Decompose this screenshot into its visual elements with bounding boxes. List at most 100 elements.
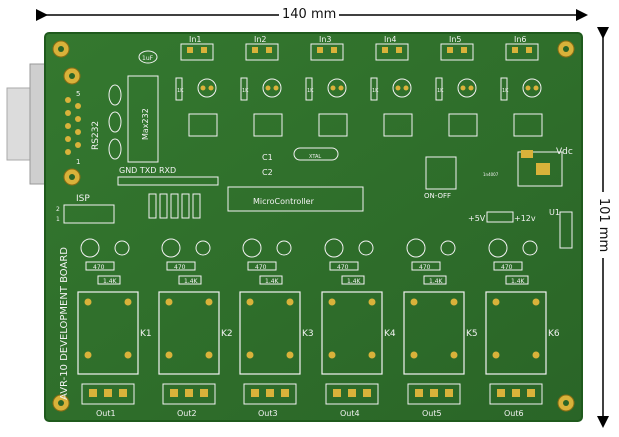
relay-1: K1 <box>77 291 152 375</box>
isp-pin1-label: 1 <box>56 216 60 223</box>
output-label-6: Out6 <box>504 409 524 418</box>
resistor-array <box>148 193 201 219</box>
diode-label: 1n4007 <box>483 172 499 177</box>
output-connector-2: Out2 <box>162 383 216 418</box>
input-label-4: In4 <box>384 35 397 44</box>
c1-label: C1 <box>262 153 273 162</box>
input-resistor-label-4: 1K <box>372 88 379 94</box>
microcontroller-chip <box>227 186 364 212</box>
max232-label: Max232 <box>141 108 150 140</box>
optocoupler-5 <box>448 113 478 137</box>
pcb-board <box>44 32 583 422</box>
u1-label: U1 <box>549 208 560 217</box>
output-label-4: Out4 <box>340 409 360 418</box>
cap-top-label: 1uF <box>142 55 154 62</box>
relay-label-6: K6 <box>548 329 560 339</box>
input-resistor-1 <box>175 77 183 101</box>
input-resistor-3 <box>305 77 313 101</box>
width-dimension-label: 140 mm <box>279 8 340 22</box>
u1-regulator <box>559 211 573 249</box>
isp-header <box>63 204 115 224</box>
input-label-1: In1 <box>189 35 202 44</box>
relay-4: K4 <box>321 291 396 375</box>
output-label-5: Out5 <box>422 409 442 418</box>
driver-resistor-label-1: 470 <box>93 264 105 271</box>
driver-resistor-label-5: 470 <box>419 264 431 271</box>
driver-resistor2-label-5: 1.4K <box>429 278 444 285</box>
relay-label-1: K1 <box>140 329 152 339</box>
input-led-5 <box>457 78 477 98</box>
driver-resistor-label-4: 470 <box>337 264 349 271</box>
input-connector-1: In1 1K <box>175 35 218 137</box>
input-resistor-label-3: 1K <box>307 88 314 94</box>
input-led-2 <box>262 78 282 98</box>
input-led-1 <box>197 78 217 98</box>
optocoupler-1 <box>188 113 218 137</box>
vdc-label: Vdc <box>556 147 573 157</box>
optocoupler-6 <box>513 113 543 137</box>
output-connector-5: Out5 <box>407 383 461 418</box>
input-led-6 <box>522 78 542 98</box>
driver-resistor2-label-2: 1.4K <box>184 278 199 285</box>
output-connector-1: Out1 <box>81 383 135 418</box>
driver-1: 470 1.4K <box>80 238 130 285</box>
relay-5: K5 <box>403 291 478 375</box>
optocoupler-4 <box>383 113 413 137</box>
plus5v-label: +5V <box>468 214 486 223</box>
isp-pin2-label: 2 <box>56 206 60 213</box>
input-resistor-4 <box>370 77 378 101</box>
uart-header-label: GND TXD RXD <box>119 166 176 175</box>
input-resistor-label-2: 1K <box>242 88 249 94</box>
driver-resistor-label-6: 470 <box>501 264 513 271</box>
input-led-3 <box>327 78 347 98</box>
height-dimension-label: 101 mm <box>596 192 611 258</box>
input-led-4 <box>392 78 412 98</box>
relay-3: K3 <box>239 291 314 375</box>
output-label-3: Out3 <box>258 409 278 418</box>
relay-2: K2 <box>158 291 233 375</box>
relay-label-4: K4 <box>384 329 396 339</box>
db9-pin1-label: 1 <box>76 158 80 166</box>
db9-pads <box>65 97 81 155</box>
driver-resistor2-label-6: 1.4K <box>511 278 526 285</box>
driver-resistor2-label-1: 1.4K <box>103 278 118 285</box>
output-connector-3: Out3 <box>243 383 297 418</box>
on-off-switch <box>425 156 457 190</box>
input-connector-5: In5 1K <box>435 35 478 137</box>
input-resistor-label-5: 1K <box>437 88 444 94</box>
c2-label: C2 <box>262 168 273 177</box>
driver-resistor2-label-3: 1.4K <box>265 278 280 285</box>
input-resistor-label-1: 1K <box>177 88 184 94</box>
input-label-5: In5 <box>449 35 462 44</box>
driver-6: 470 1.4K <box>488 238 538 285</box>
vdc-jack <box>517 150 563 187</box>
driver-5: 470 1.4K <box>406 238 456 285</box>
optocoupler-3 <box>318 113 348 137</box>
xtal-label: XTAL <box>309 154 321 160</box>
capacitor-group-left <box>108 50 158 160</box>
relay-label-3: K3 <box>302 329 314 339</box>
input-resistor-5 <box>435 77 443 101</box>
plus12v-label: +12v <box>514 214 536 223</box>
input-label-6: In6 <box>514 35 527 44</box>
output-label-1: Out1 <box>96 409 116 418</box>
max232-chip <box>127 75 159 163</box>
power-select-header <box>486 211 514 223</box>
optocoupler-2 <box>253 113 283 137</box>
output-connector-6: Out6 <box>489 383 543 418</box>
input-label-2: In2 <box>254 35 267 44</box>
input-connector-2: In2 1K <box>240 35 283 137</box>
uart-header <box>117 176 219 186</box>
input-resistor-6 <box>500 77 508 101</box>
input-resistor-2 <box>240 77 248 101</box>
driver-3: 470 1.4K <box>242 238 292 285</box>
driver-resistor-label-3: 470 <box>255 264 267 271</box>
relay-6: K6 <box>485 291 560 375</box>
board-name: AVR-10 DEVELOPMENT BOARD <box>59 247 70 400</box>
